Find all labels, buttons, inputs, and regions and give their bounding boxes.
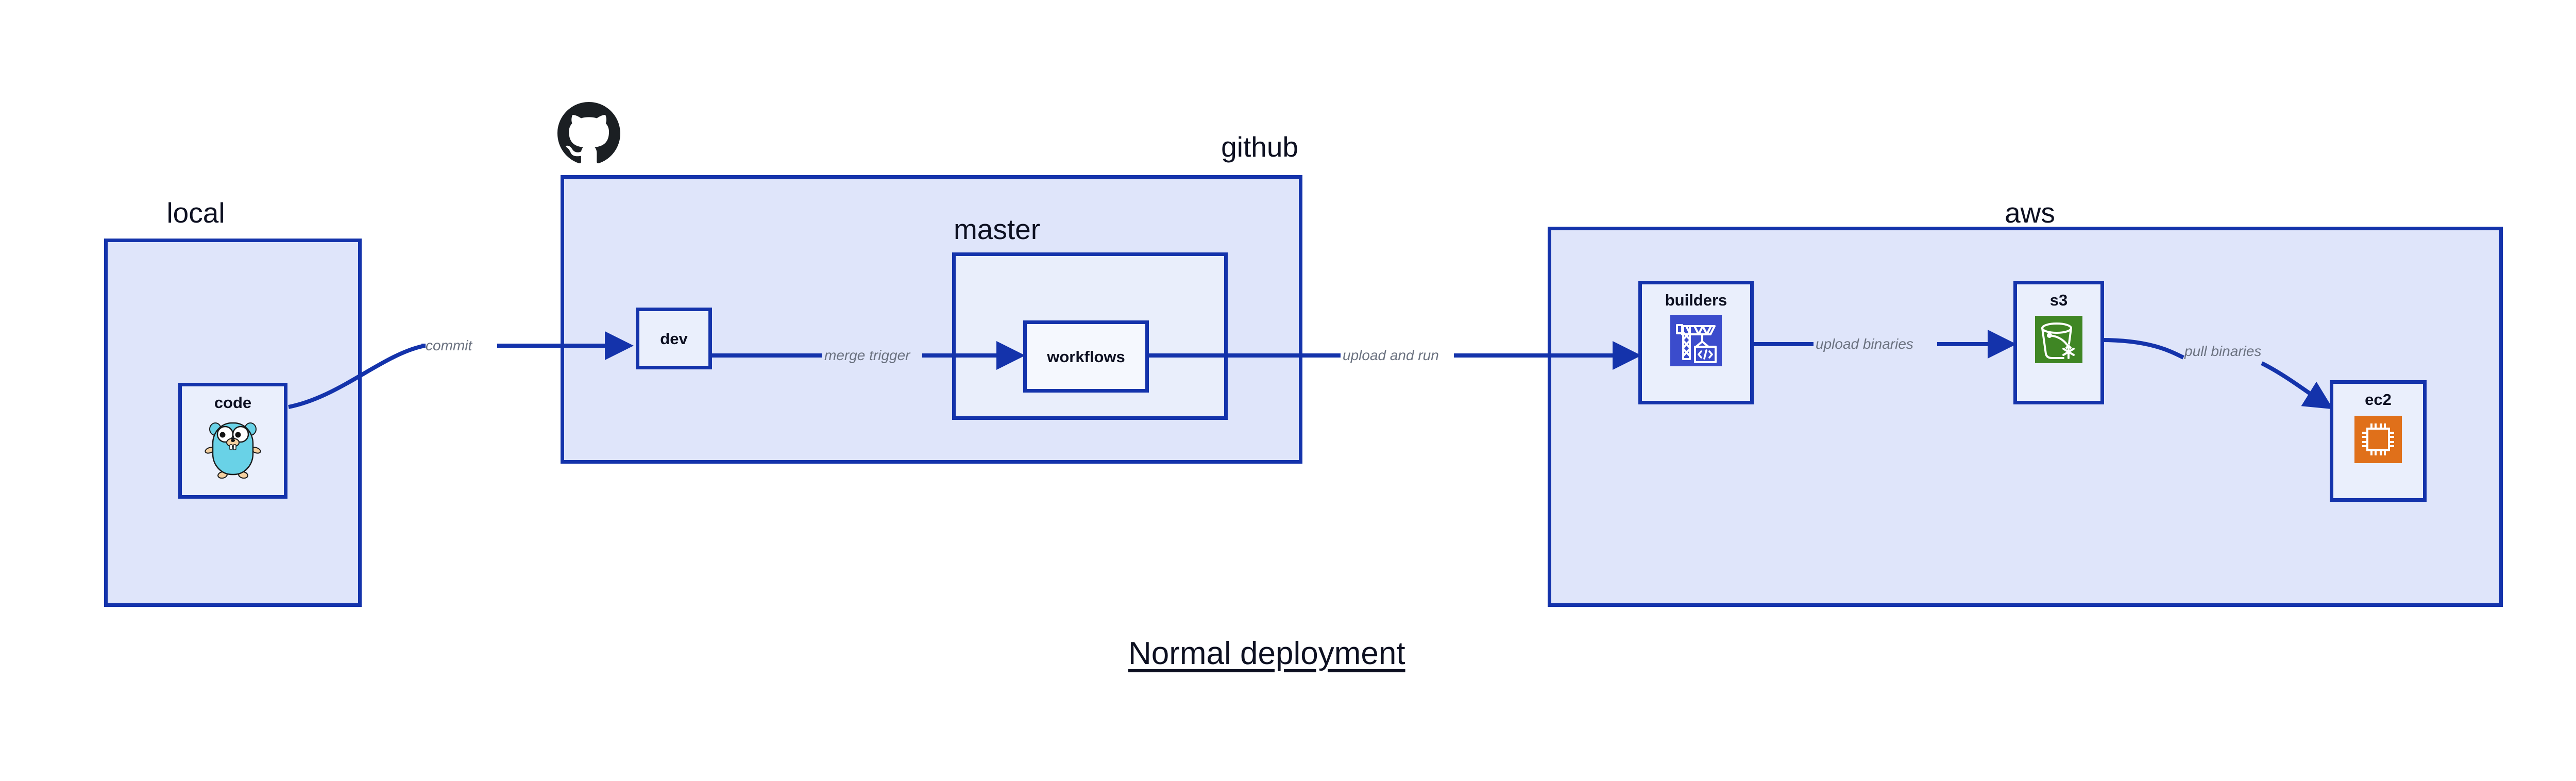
node-code[interactable]: code bbox=[178, 383, 287, 499]
node-s3[interactable]: s3 bbox=[2013, 281, 2104, 404]
container-label-local: local bbox=[166, 197, 225, 229]
aws-ec2-cpu-icon bbox=[2354, 416, 2402, 466]
container-label-master: master bbox=[953, 213, 1041, 245]
node-label-code: code bbox=[214, 394, 252, 412]
node-label-builders: builders bbox=[1665, 291, 1727, 309]
edge-label-upload-binaries: upload binaries bbox=[1816, 336, 1913, 352]
container-label-github: github bbox=[1221, 131, 1298, 163]
github-logo bbox=[557, 102, 620, 167]
node-label-ec2: ec2 bbox=[2365, 390, 2392, 409]
node-builders[interactable]: builders bbox=[1638, 281, 1754, 404]
container-label-aws: aws bbox=[2005, 197, 2055, 229]
node-ec2[interactable]: ec2 bbox=[2330, 380, 2427, 502]
edge-label-upload-and-run: upload and run bbox=[1343, 347, 1439, 363]
diagram-title: Normal deployment bbox=[1128, 636, 1405, 671]
edge-label-commit: commit bbox=[426, 337, 472, 353]
node-dev[interactable]: dev bbox=[636, 308, 712, 369]
node-label-workflows: workflows bbox=[1047, 347, 1125, 366]
edge-label-pull-binaries: pull binaries bbox=[2184, 343, 2262, 359]
aws-codebuild-icon bbox=[1670, 315, 1722, 369]
node-label-dev: dev bbox=[660, 329, 688, 348]
go-gopher-icon bbox=[204, 418, 262, 481]
edge-label-merge-trigger: merge trigger bbox=[824, 347, 910, 363]
aws-s3-bucket-icon bbox=[2035, 316, 2082, 366]
node-workflows[interactable]: workflows bbox=[1023, 320, 1149, 393]
node-label-s3: s3 bbox=[2049, 291, 2068, 309]
